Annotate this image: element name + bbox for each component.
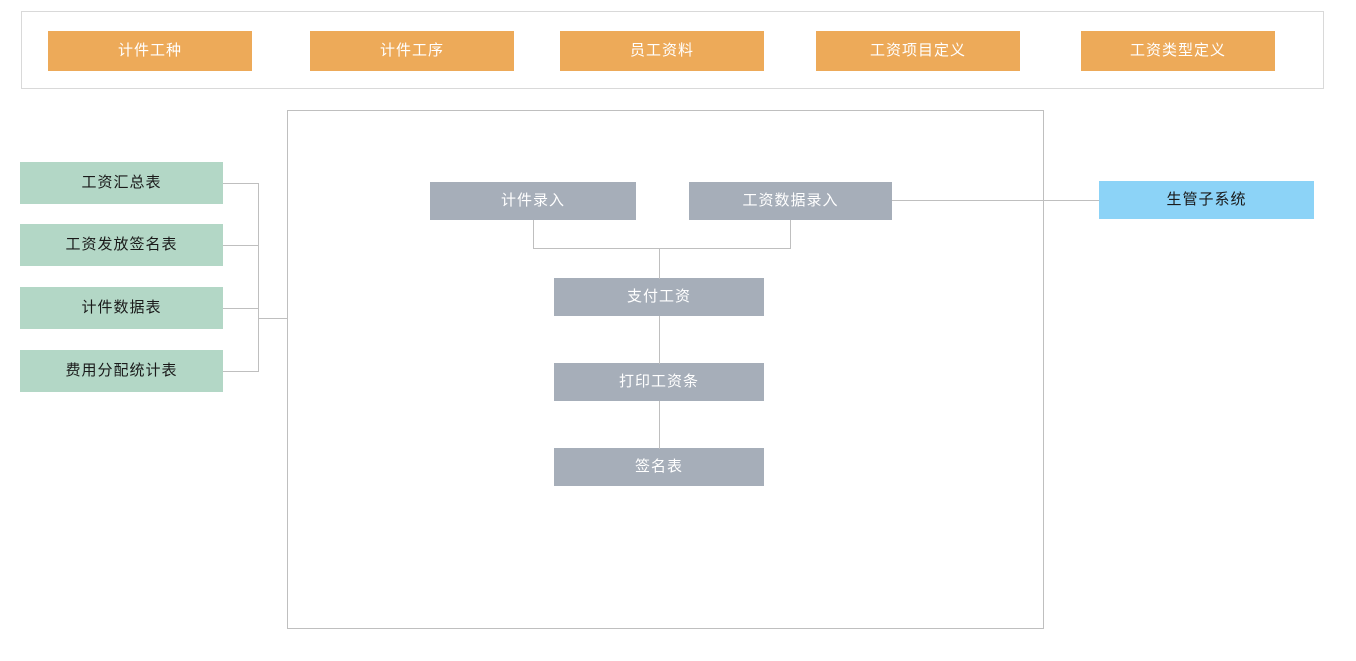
connector-report-cost-stub xyxy=(223,371,259,372)
toolbar-button-employee-data[interactable]: 员工资料 xyxy=(560,31,764,71)
connector-piecework-entry-drop xyxy=(533,220,534,249)
toolbar-button-salary-type-define[interactable]: 工资类型定义 xyxy=(1081,31,1275,71)
connector-report-piecework-stub xyxy=(223,308,259,309)
process-box-piecework-entry[interactable]: 计件录入 xyxy=(430,182,636,220)
toolbar-button-piecework-process[interactable]: 计件工序 xyxy=(310,31,514,71)
process-container-frame xyxy=(287,110,1044,629)
process-box-salary-data-entry[interactable]: 工资数据录入 xyxy=(689,182,892,220)
connector-merge-to-pay-salary xyxy=(659,248,660,279)
connector-entry-merge-bar xyxy=(533,248,791,249)
connector-salary-entry-to-external xyxy=(892,200,1099,201)
process-box-print-payslip[interactable]: 打印工资条 xyxy=(554,363,764,401)
connector-payslip-to-signature xyxy=(659,401,660,449)
connector-report-bus-to-frame xyxy=(258,318,288,319)
process-box-signature-sheet[interactable]: 签名表 xyxy=(554,448,764,486)
connector-report-bus-vertical xyxy=(258,183,259,372)
report-box-salary-summary[interactable]: 工资汇总表 xyxy=(20,162,223,204)
report-box-piecework-data[interactable]: 计件数据表 xyxy=(20,287,223,329)
connector-pay-salary-to-payslip xyxy=(659,316,660,364)
toolbar-button-piecework-type[interactable]: 计件工种 xyxy=(48,31,252,71)
report-box-cost-allocation[interactable]: 费用分配统计表 xyxy=(20,350,223,392)
process-box-pay-salary[interactable]: 支付工资 xyxy=(554,278,764,316)
connector-report-signature-stub xyxy=(223,245,259,246)
definition-toolbar: 计件工种 计件工序 员工资料 工资项目定义 工资类型定义 xyxy=(21,11,1324,89)
connector-salary-entry-drop xyxy=(790,220,791,249)
external-box-production-subsystem[interactable]: 生管子系统 xyxy=(1099,181,1314,219)
connector-report-summary-stub xyxy=(223,183,259,184)
toolbar-button-salary-item-define[interactable]: 工资项目定义 xyxy=(816,31,1020,71)
report-box-salary-signature[interactable]: 工资发放签名表 xyxy=(20,224,223,266)
